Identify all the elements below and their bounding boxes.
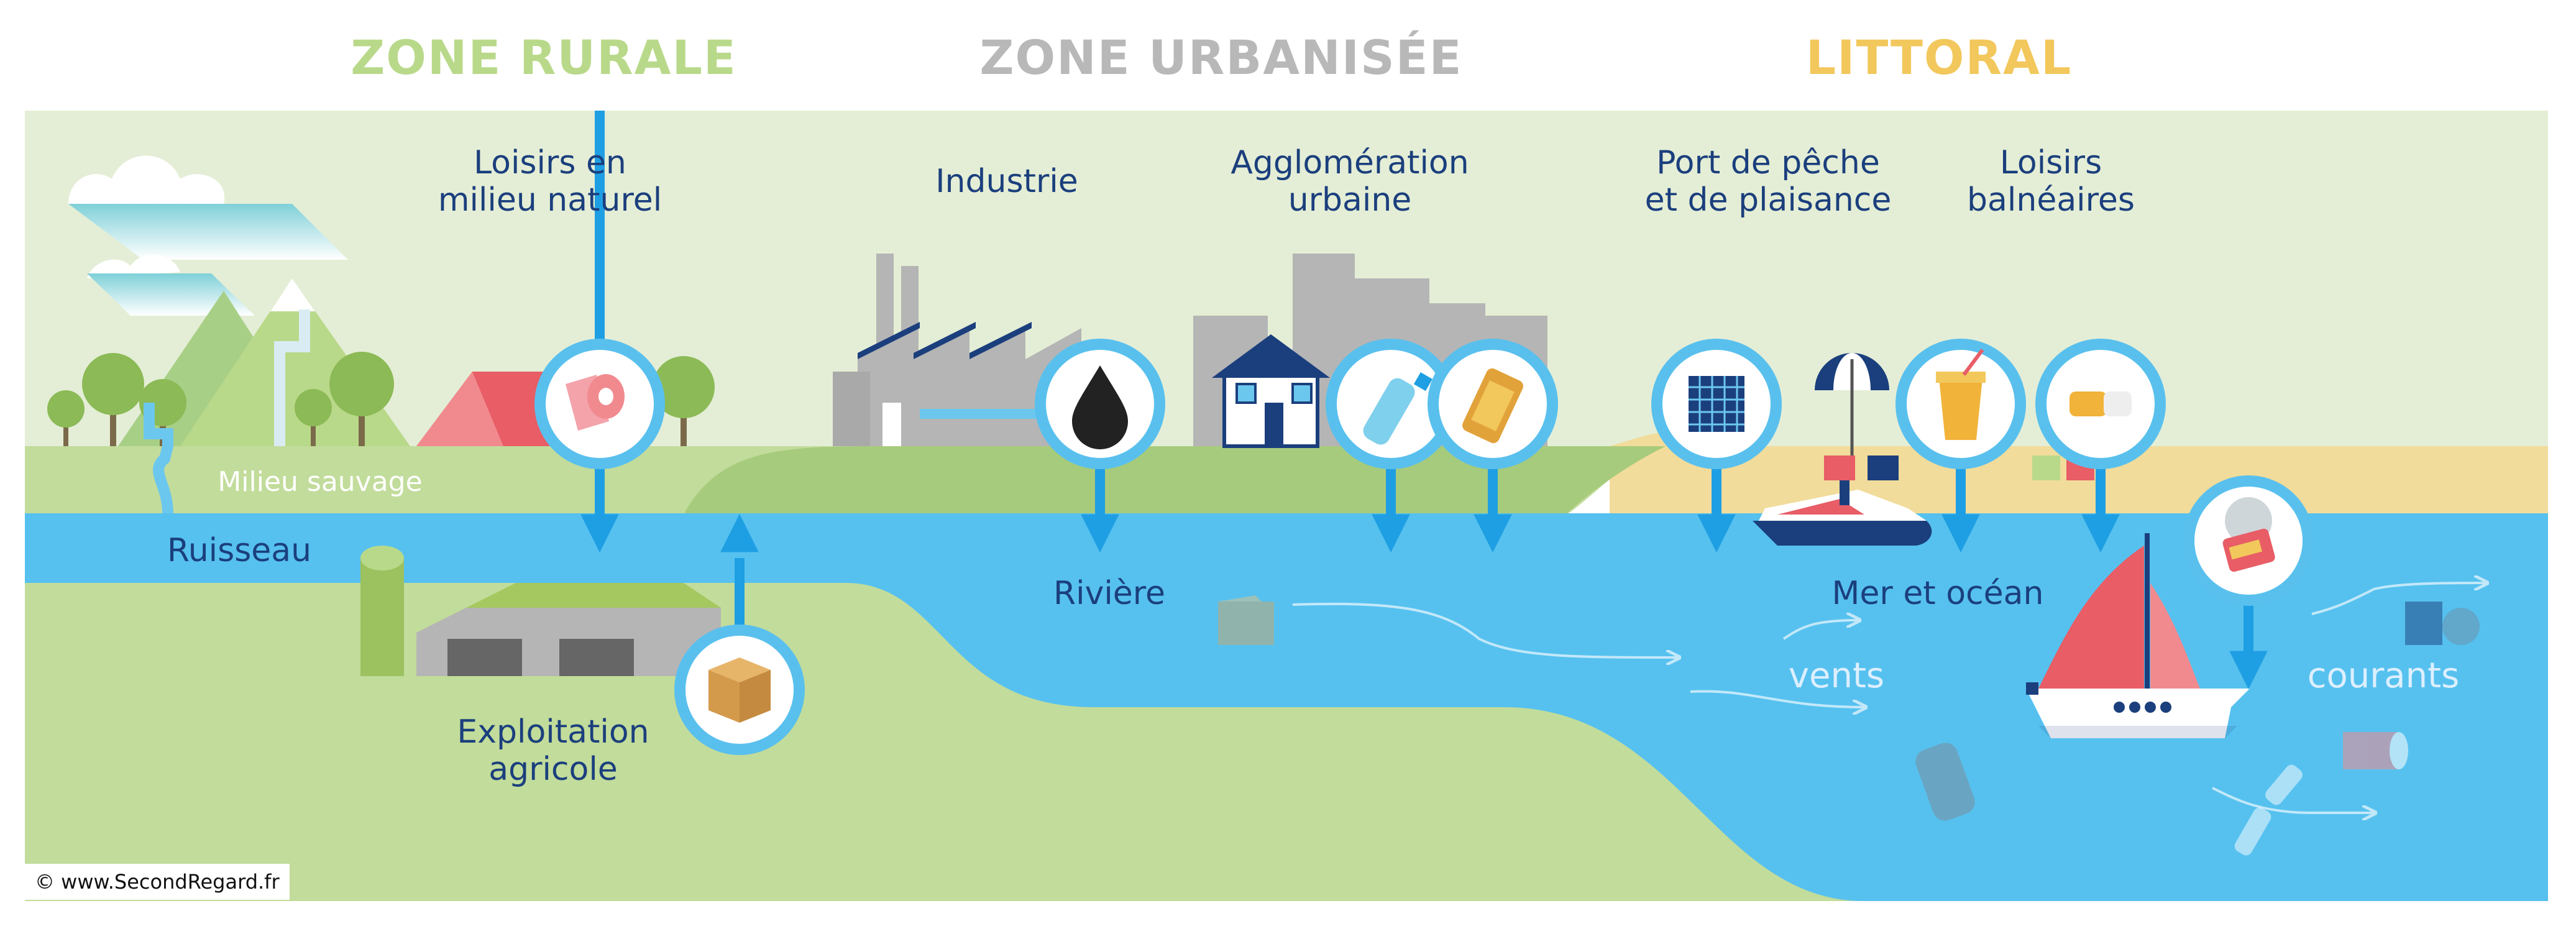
floating-paper-debris [2343,732,2408,769]
label-ruisseau: Ruisseau [167,532,312,569]
label-exploitation-agricole: Exploitation agricole [457,713,649,788]
label-industrie: Industrie [935,163,1078,200]
label-courants: courants [2307,656,2460,696]
ruisseau-stream [144,403,173,514]
tree-icon [47,352,715,446]
floating-can-debris [1915,743,1975,821]
can-icon [1428,339,1558,469]
label-port-peche-plaisance: Port de pêche et de plaisance [1645,144,1892,219]
sailboat-icon [2026,533,2250,738]
zone-rurale-title: ZONE RURALE [351,30,737,85]
label-riviere: Rivière [1053,575,1166,612]
label-agglo-line1: Agglomération [1231,144,1469,181]
factory-icon [833,254,1081,446]
label-loisirs-balneaires: Loisirs balnéaires [1967,144,2135,219]
label-agglo-line2: urbaine [1288,181,1412,219]
label-mer-ocean: Mer et océan [1831,575,2044,612]
label-loisirs-milieu-naturel: Loisirs en milieu naturel [438,144,662,219]
label-balneaires-line1: Loisirs [1999,144,2102,181]
flow-lines [1292,583,2486,813]
house-icon [1212,334,1330,448]
cloud-icon [68,155,348,316]
floating-box-debris [1218,595,1274,645]
label-loisirs-line2: milieu naturel [438,181,662,219]
copyright-notice: © www.SecondRegard.fr [25,864,290,900]
label-loisirs-line1: Loisirs en [474,144,626,181]
label-agglomeration-urbaine: Agglomération urbaine [1231,144,1469,219]
farm-building-icon [360,546,721,676]
label-exploitation-line1: Exploitation [457,713,649,751]
label-exploitation-line2: agricole [488,751,618,788]
cigarette-icon [2035,339,2166,469]
fishing-net-icon [1651,339,1782,469]
label-milieu-sauvage: Milieu sauvage [218,466,423,498]
zone-urbanisee-title: ZONE URBANISÉE [979,30,1463,85]
label-port-line1: Port de pêche [1656,144,1880,181]
toilet-paper-icon [534,339,665,469]
cardboard-box-icon [674,625,805,755]
jet-ski-icon [1753,480,1932,546]
label-balneaires-line2: balnéaires [1967,181,2135,219]
label-vents: vents [1788,656,1885,696]
plastic-bottle-icon [1326,339,1456,469]
oil-drop-icon [1035,339,1165,469]
food-tin-icon [2183,475,2314,606]
floating-net-debris [2405,602,2480,645]
floating-bottle-debris [2234,764,2303,856]
pollution-pathway-scene [25,111,2548,901]
littoral-title: LITTORAL [1805,30,2073,85]
label-port-line2: et de plaisance [1644,181,1892,219]
cup-icon [1895,339,2026,469]
grass-hill [684,446,1666,515]
